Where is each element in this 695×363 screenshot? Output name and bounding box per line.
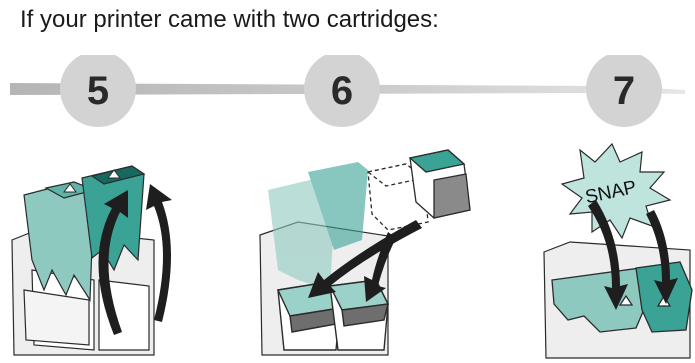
step-6-number: 6 — [331, 69, 353, 113]
floating-cartridges — [368, 150, 470, 230]
step-7-badge: 7 — [586, 55, 662, 127]
step-7-number: 7 — [613, 69, 635, 113]
instruction-heading: If your printer came with two cartridges… — [20, 6, 439, 34]
step-7-illustration: SNAP — [540, 140, 695, 362]
step-6-illustration — [238, 140, 478, 362]
step-5-illustration — [4, 140, 194, 362]
step-5-number: 5 — [87, 69, 109, 113]
step-progress-bar: 5 6 7 — [0, 55, 695, 135]
step-5-badge: 5 — [60, 55, 136, 127]
step-6-badge: 6 — [304, 55, 380, 127]
